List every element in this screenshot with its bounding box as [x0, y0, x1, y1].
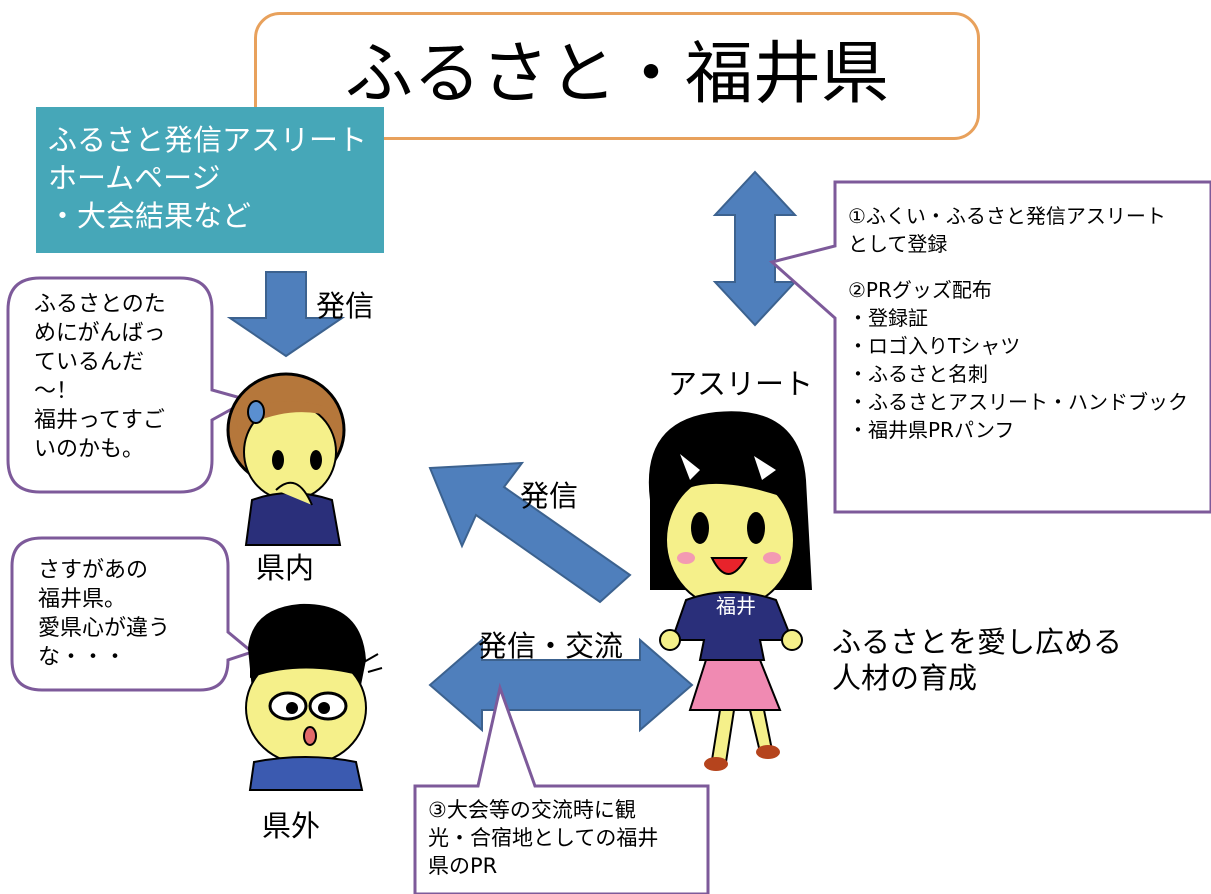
bubble-inside-line-1: ふるさとのた — [34, 292, 166, 317]
speech-bubble-outside — [10, 536, 256, 692]
shirt-text: 福井 — [716, 594, 756, 618]
send-label-middle: 発信 — [520, 479, 579, 513]
goal-line-1: ふるさとを愛し広める — [832, 625, 1123, 659]
bubble-inside-line-5: 福井ってすご — [34, 408, 165, 433]
down-arrow — [226, 271, 346, 358]
goods-item-2: ・ロゴ入りTシャツ — [848, 334, 1021, 358]
homepage-box: ふるさと発信アスリート ホームページ ・大会結果など — [36, 107, 384, 253]
inside-pref-label: 県内 — [256, 551, 315, 585]
bubble-inside-line-3: ているんだ — [34, 350, 145, 375]
exchange-line-2: 光・合宿地としての福井 — [428, 826, 659, 850]
homepage-line-1: ふるさと発信アスリート — [48, 123, 368, 157]
goal-line-2: 人材の育成 — [832, 661, 978, 695]
registration-callout-text: ①ふくい・ふるさと発信アスリート として登録 ②PRグッズ配布 ・登録証 ・ロゴ… — [848, 202, 1188, 444]
exchange-line-3: 県のPR — [428, 854, 498, 878]
goods-item-3: ・ふるさと名刺 — [848, 362, 988, 386]
bubble-outside-text: さすがあの 福井県。 愛県心が違う な・・・ — [38, 556, 218, 672]
bubble-outside-line-4: な・・・ — [38, 645, 127, 670]
bubble-inside-line-4: 〜！ — [34, 379, 79, 404]
bubble-inside-text: ふるさとのた めにがんばっ ているんだ 〜！ 福井ってすご いのかも。 — [34, 290, 210, 464]
send-label-top: 発信 — [316, 289, 375, 323]
exchange-callout-text: ③大会等の交流時に観 光・合宿地としての福井 県のPR — [428, 796, 658, 880]
bubble-outside-line-3: 愛県心が違う — [38, 616, 171, 641]
speech-bubble-inside — [6, 276, 252, 494]
bubble-inside-line-6: いのかも。 — [34, 437, 145, 462]
homepage-line-3: ・大会結果など — [48, 199, 252, 233]
bubble-outside-line-2: 福井県。 — [38, 587, 127, 612]
diagonal-arrow — [428, 461, 632, 604]
bubble-inside-line-2: めにがんばっ — [34, 321, 166, 346]
goods-item-1: ・登録証 — [848, 306, 928, 330]
exchange-callout — [413, 682, 710, 894]
homepage-line-2: ホームページ — [48, 161, 221, 195]
double-arrow-vertical — [712, 170, 798, 327]
goods-item-5: ・福井県PRパンフ — [848, 418, 1015, 442]
exchange-line-1: ③大会等の交流時に観 — [428, 798, 636, 822]
goods-title: ②PRグッズ配布 — [848, 278, 992, 302]
athlete-label: アスリート — [668, 367, 814, 401]
bubble-outside-line-1: さすがあの — [38, 558, 149, 583]
registration-callout — [768, 180, 1211, 514]
goods-item-4: ・ふるさとアスリート・ハンドブック — [848, 390, 1188, 414]
registration-line-1: ①ふくい・ふるさと発信アスリート — [848, 204, 1166, 228]
outside-pref-label: 県外 — [262, 809, 321, 843]
boy-character — [245, 603, 383, 791]
title: ふるさと・福井県 — [344, 35, 889, 114]
registration-line-2: として登録 — [848, 232, 948, 256]
girl-character — [226, 372, 346, 546]
send-exchange-label: 発信・交流 — [478, 629, 624, 663]
athlete-character — [648, 411, 812, 771]
